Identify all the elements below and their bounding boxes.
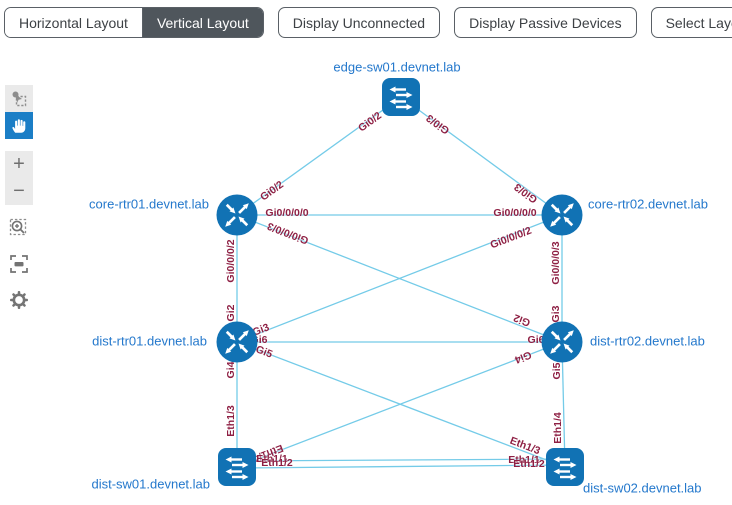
display-unconnected-button[interactable]: Display Unconnected [277, 7, 441, 38]
interface-label: Gi2 [225, 304, 237, 322]
device-node-dist-rtr02[interactable] [541, 321, 583, 363]
gear-icon [10, 290, 28, 309]
router-icon [550, 203, 574, 227]
layout-toggle-group: Horizontal Layout Vertical Layout [4, 7, 264, 38]
device-node-core-rtr01[interactable] [216, 194, 258, 236]
interface-label: Gi0/0/0/2 [225, 239, 237, 283]
interface-label: Gi3 [550, 305, 562, 323]
interface-label: Eth1/1 [256, 453, 288, 465]
hand-icon [12, 118, 26, 133]
horizontal-layout-button[interactable]: Horizontal Layout [5, 8, 143, 37]
interface-label: Gi0/0/0/0 [493, 207, 537, 219]
link-line [236, 458, 566, 462]
settings-button[interactable] [5, 286, 33, 313]
device-node-dist-sw01[interactable] [218, 448, 256, 486]
interface-label: Eth1/2 [513, 458, 545, 470]
link-line [236, 464, 566, 469]
device-label-dist-rtr02: dist-rtr02.devnet.lab [590, 333, 705, 349]
link-line [236, 341, 563, 468]
router-icon [550, 330, 574, 354]
link-line [236, 96, 402, 216]
tool-rail: + − [5, 85, 33, 313]
select-cursor-icon [12, 91, 27, 106]
display-passive-devices-button[interactable]: Display Passive Devices [454, 7, 637, 38]
device-node-edge-sw01[interactable] [382, 78, 420, 116]
interface-label: Eth1/3 [225, 405, 237, 437]
link-line [236, 214, 563, 343]
zoom-in-button[interactable]: + [5, 151, 33, 178]
device-label-dist-sw02: dist-sw02.devnet.lab [583, 480, 702, 496]
zoom-out-button[interactable]: − [5, 178, 33, 205]
device-label-core-rtr02: core-rtr02.devnet.lab [588, 196, 708, 212]
interface-label: Gi0/0/0/0 [265, 207, 309, 219]
interface-label: Eth1/1 [508, 454, 540, 466]
device-label-edge-sw01: edge-sw01.devnet.lab [333, 59, 461, 75]
router-icon [225, 203, 249, 227]
select-layers-dropdown[interactable]: Select Layers ▾ [650, 7, 732, 38]
interface-label: Eth1/2 [261, 457, 293, 469]
device-label-core-rtr01: core-rtr01.devnet.lab [89, 196, 209, 212]
interface-label: Eth1/4 [552, 412, 564, 444]
interface-label: Gi5 [551, 362, 563, 380]
switch-icon [553, 456, 577, 480]
device-node-core-rtr02[interactable] [541, 194, 583, 236]
device-node-dist-rtr01[interactable] [216, 321, 258, 363]
zoom-area-button[interactable] [5, 214, 33, 241]
pan-tool-button[interactable] [5, 112, 33, 139]
link-line [400, 96, 563, 216]
fit-screen-icon [10, 254, 28, 273]
link-line [561, 341, 566, 468]
toolbar: Horizontal Layout Vertical Layout Displa… [4, 7, 732, 38]
interface-label: Gi6 [527, 334, 545, 346]
select-layers-label: Select Layers [665, 14, 732, 31]
interface-label: Gi0/0/0/3 [550, 241, 562, 285]
device-label-dist-sw01: dist-sw01.devnet.lab [91, 476, 210, 492]
switch-icon [225, 456, 249, 480]
fit-to-screen-button[interactable] [5, 250, 33, 277]
device-node-dist-sw02[interactable] [546, 448, 584, 486]
router-icon [225, 330, 249, 354]
vertical-layout-button[interactable]: Vertical Layout [142, 8, 263, 37]
switch-icon [389, 86, 413, 110]
zoom-area-icon [9, 218, 27, 235]
device-label-dist-rtr01: dist-rtr01.devnet.lab [92, 333, 207, 349]
interface-label: Gi4 [225, 361, 237, 379]
select-tool-button[interactable] [5, 85, 33, 112]
